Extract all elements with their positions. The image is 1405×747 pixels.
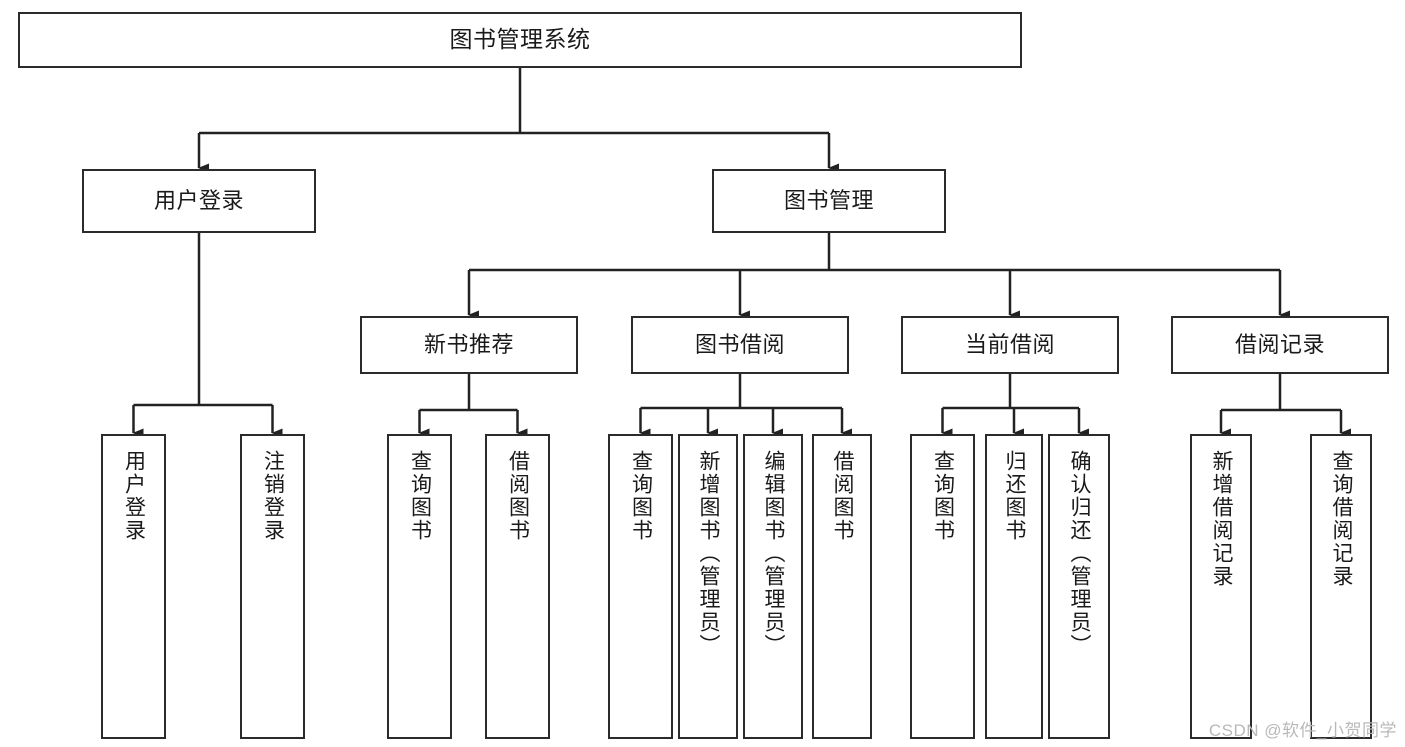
node-leaf-user-login[interactable]: 用户登录 xyxy=(101,434,166,739)
node-label: 查询图书 xyxy=(408,450,432,542)
node-leaf-borrow-book-1[interactable]: 借阅图书 xyxy=(485,434,550,739)
edge-group xyxy=(132,68,1351,438)
node-borrow-record[interactable]: 借阅记录 xyxy=(1171,316,1389,374)
node-label: 注销登录 xyxy=(261,450,285,542)
node-book-borrow[interactable]: 图书借阅 xyxy=(631,316,849,374)
node-label: 用户登录 xyxy=(122,450,146,542)
node-leaf-logout[interactable]: 注销登录 xyxy=(240,434,305,739)
node-label: 确认归还（管理员） xyxy=(1068,450,1092,657)
node-new-book-recommend[interactable]: 新书推荐 xyxy=(360,316,578,374)
node-label: 图书管理系统 xyxy=(449,26,591,53)
node-label: 新增借阅记录 xyxy=(1210,450,1234,588)
node-label: 新增图书（管理员） xyxy=(697,450,721,657)
node-label: 借阅图书 xyxy=(506,450,530,542)
node-leaf-add-record[interactable]: 新增借阅记录 xyxy=(1190,434,1252,739)
node-label: 编辑图书（管理员） xyxy=(762,450,786,657)
node-label: 查询图书 xyxy=(629,450,653,542)
node-leaf-borrow-book-2[interactable]: 借阅图书 xyxy=(812,434,872,739)
node-leaf-query-record[interactable]: 查询借阅记录 xyxy=(1310,434,1372,739)
node-label: 借阅记录 xyxy=(1234,332,1325,358)
node-leaf-query-book-3[interactable]: 查询图书 xyxy=(910,434,975,739)
node-label: 图书借阅 xyxy=(694,332,785,358)
node-label: 新书推荐 xyxy=(423,332,514,358)
node-book-manage[interactable]: 图书管理 xyxy=(712,169,946,233)
node-label: 查询图书 xyxy=(931,450,955,542)
node-label: 图书管理 xyxy=(783,188,874,214)
node-label: 当前借阅 xyxy=(964,332,1055,358)
node-leaf-query-book-1[interactable]: 查询图书 xyxy=(387,434,452,739)
node-leaf-query-book-2[interactable]: 查询图书 xyxy=(608,434,673,739)
node-leaf-add-book[interactable]: 新增图书（管理员） xyxy=(678,434,738,739)
node-current-borrow[interactable]: 当前借阅 xyxy=(901,316,1119,374)
watermark-label: CSDN @软件_小贺同学 xyxy=(1208,721,1397,740)
node-leaf-confirm-return[interactable]: 确认归还（管理员） xyxy=(1048,434,1110,739)
node-label: 借阅图书 xyxy=(831,450,855,542)
node-label: 用户登录 xyxy=(153,188,244,214)
node-leaf-return-book[interactable]: 归还图书 xyxy=(985,434,1043,739)
node-leaf-edit-book[interactable]: 编辑图书（管理员） xyxy=(743,434,803,739)
node-label: 归还图书 xyxy=(1003,450,1027,542)
node-user-login[interactable]: 用户登录 xyxy=(82,169,316,233)
node-label: 查询借阅记录 xyxy=(1330,450,1354,588)
node-root[interactable]: 图书管理系统 xyxy=(18,12,1022,68)
